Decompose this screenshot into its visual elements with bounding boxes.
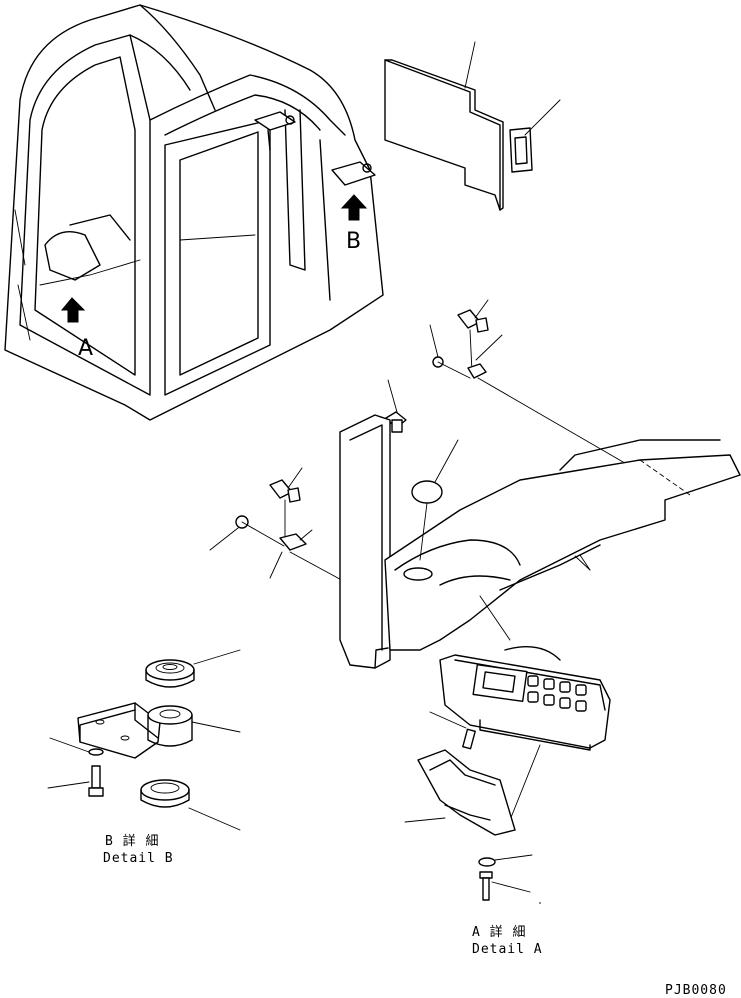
view-label-b: B — [346, 229, 361, 254]
detail-b-jp-label: B 詳 細 — [105, 833, 159, 849]
detail-a-bracket — [404, 711, 541, 904]
bolt-center — [385, 379, 407, 433]
operator-cab — [4, 4, 384, 421]
detail-a-en-label: Detail A — [472, 942, 543, 957]
view-arrow-b — [340, 194, 368, 221]
view-label-a: A — [78, 336, 93, 361]
cover-plate — [384, 41, 561, 211]
detail-b-mount — [47, 649, 241, 831]
detail-b-en-label: Detail B — [103, 851, 174, 866]
view-arrow-a — [60, 297, 86, 323]
clip-assembly-left — [209, 467, 361, 591]
clip-assembly-upper — [429, 299, 681, 496]
drawing-number: PJB0080 — [665, 983, 727, 998]
detail-a-jp-label: A 詳 細 — [472, 924, 526, 940]
monitor-panel — [439, 646, 611, 821]
right-console — [339, 414, 741, 669]
